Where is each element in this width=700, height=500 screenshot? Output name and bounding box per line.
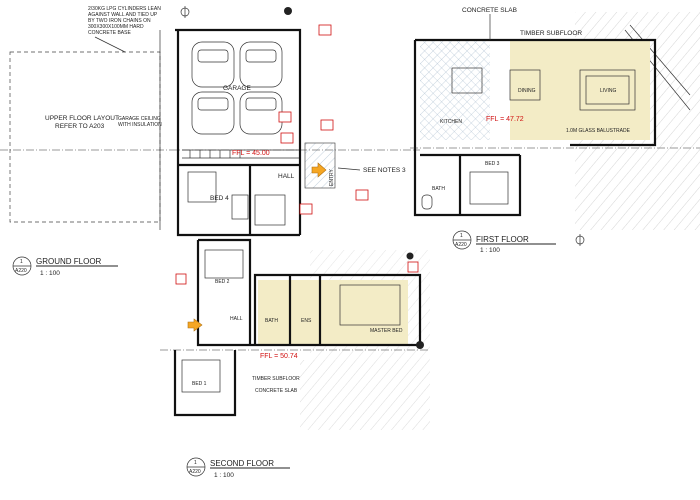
entry-arrow-icon — [187, 318, 203, 332]
entry-label: ENTRY — [329, 168, 335, 186]
north-arrow-icon — [180, 6, 190, 18]
entry-arrow-icon — [311, 162, 327, 178]
timber-subfloor-label: TIMBER SUBFLOOR — [520, 30, 582, 37]
window-tag — [355, 189, 369, 201]
car-icon — [191, 91, 235, 135]
svg-text:SECOND FLOOR: SECOND FLOOR — [210, 459, 274, 468]
window-tag — [407, 261, 419, 273]
balustrade-label: 1.0M GLASS BALUSTRADE — [566, 128, 631, 134]
bed-icon — [181, 359, 221, 393]
kitchen-label: KITCHEN — [440, 119, 462, 125]
garage-wall — [175, 28, 302, 142]
first-floor-plan: CONCRETE SLAB TIMBER SUBFLOOR KITCHEN DI… — [410, 7, 700, 254]
svg-text:A220: A220 — [455, 242, 467, 248]
garage-ceiling-note: GARAGE CEILING — [118, 116, 161, 122]
bath-label-second: BATH — [265, 318, 278, 324]
second-floor-title: 1 A220 SECOND FLOOR 1 : 100 — [186, 457, 290, 479]
svg-text:1: 1 — [194, 460, 197, 466]
first-floor-wall — [415, 38, 657, 147]
svg-text:REFER TO A203: REFER TO A203 — [55, 123, 105, 130]
toilet-icon — [421, 194, 433, 210]
timber-subfloor-label-second: TIMBER SUBFLOOR — [252, 376, 300, 382]
car-icon — [239, 41, 283, 88]
bed-icon — [339, 284, 401, 326]
ground-floor-plan: 2/30KG LPG CYLINDERS LEAN AGAINST WALL A… — [0, 6, 420, 277]
bed1-label: BED 1 — [192, 381, 207, 387]
window-tag — [278, 111, 292, 123]
hall-label-second: HALL — [230, 316, 243, 322]
svg-text:GROUND FLOOR: GROUND FLOOR — [36, 257, 102, 266]
garage-label: GARAGE — [223, 85, 251, 92]
svg-text:1 : 100: 1 : 100 — [480, 247, 500, 254]
svg-text:2/30KG LPG CYLINDERS LEAN: 2/30KG LPG CYLINDERS LEAN — [88, 6, 161, 12]
window-tag — [320, 119, 334, 131]
bath-label: BATH — [432, 186, 445, 192]
svg-text:AGAINST WALL AND TIED UP: AGAINST WALL AND TIED UP — [88, 12, 158, 18]
svg-text:A220: A220 — [15, 268, 27, 274]
svg-text:CONCRETE BASE: CONCRETE BASE — [88, 30, 131, 36]
svg-text:FIRST FLOOR: FIRST FLOOR — [476, 235, 529, 244]
wardrobe — [231, 194, 249, 220]
living-label: LIVING — [600, 88, 617, 94]
master-bed-label: MASTER BED — [370, 328, 403, 334]
dining-label: DINING — [518, 88, 536, 94]
kitchen-island — [451, 67, 483, 94]
svg-text:1: 1 — [460, 233, 463, 239]
grid-marker-icon — [406, 252, 414, 260]
svg-text:300X300X100MM HARD: 300X300X100MM HARD — [88, 24, 144, 30]
ffl-second: FFL = 50.74 — [260, 353, 298, 360]
dining-table — [509, 69, 541, 101]
car-icon — [191, 41, 235, 88]
ground-floor-title: 1 A220 GROUND FLOOR 1 : 100 — [12, 256, 118, 277]
svg-text:1 : 100: 1 : 100 — [40, 270, 60, 277]
ffl-first: FFL = 47.72 — [486, 116, 524, 123]
lpg-cylinder-note: 2/30KG LPG CYLINDERS LEAN AGAINST WALL A… — [88, 6, 161, 53]
window-tag — [299, 203, 313, 215]
ens-label: ENS — [301, 318, 312, 324]
grid-marker-icon — [416, 341, 424, 349]
svg-text:WITH INSULATION: WITH INSULATION — [118, 122, 162, 128]
bed4-label: BED 4 — [210, 195, 229, 202]
see-notes-label: SEE NOTES 3 — [363, 167, 406, 174]
bed2-label: BED 2 — [215, 279, 230, 285]
svg-text:1: 1 — [20, 259, 23, 265]
bed-icon — [187, 171, 217, 203]
bed-icon — [469, 171, 509, 205]
grid-marker-icon — [284, 7, 292, 15]
ffl-ground: FFL = 45.00 — [232, 150, 270, 157]
bed3-label: BED 3 — [485, 161, 500, 167]
svg-text:BY TWO IRON CHAINS ON: BY TWO IRON CHAINS ON — [88, 18, 151, 24]
svg-text:1 : 100: 1 : 100 — [214, 472, 234, 479]
svg-text:A220: A220 — [189, 469, 201, 475]
sofa-icon — [579, 69, 636, 111]
second-floor-plan: BED 2 HALL BATH ENS MASTER BED FFL = 50.… — [160, 238, 430, 479]
window-tag — [175, 273, 187, 285]
upper-floor-note: UPPER FLOOR LAYOUT — [45, 115, 119, 122]
first-floor-title: 1 A220 FIRST FLOOR 1 : 100 — [452, 230, 556, 254]
bed-icon — [204, 249, 244, 279]
master-suite-fill — [258, 280, 408, 345]
hall-label: HALL — [278, 173, 295, 180]
ensuite — [254, 194, 286, 226]
car-icon — [239, 91, 283, 135]
concrete-slab-label-second: CONCRETE SLAB — [255, 388, 298, 394]
window-tag — [280, 132, 294, 144]
upper-floor-outline — [9, 51, 161, 223]
concrete-slab-label: CONCRETE SLAB — [462, 7, 517, 14]
window-tag — [318, 24, 332, 36]
